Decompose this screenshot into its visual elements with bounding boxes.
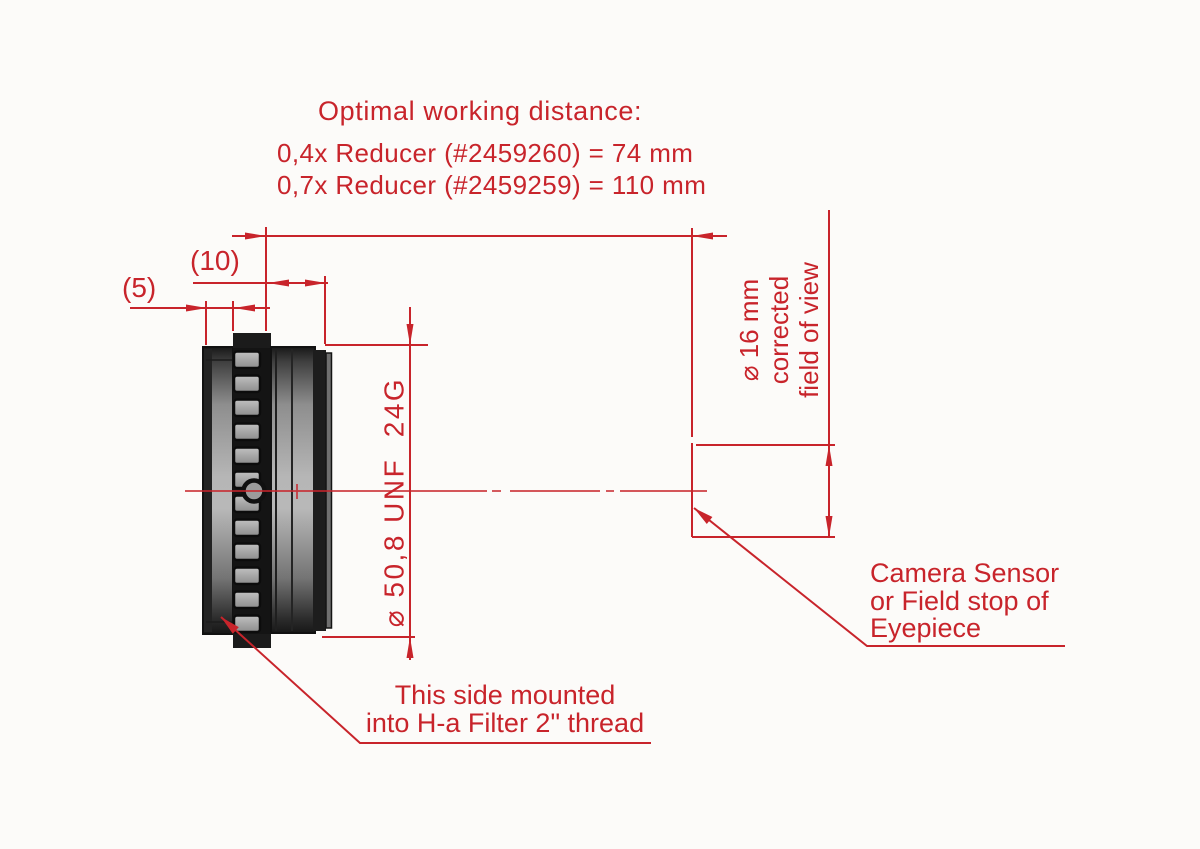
dim-label-10: (10) bbox=[190, 245, 240, 276]
camera-sensor-callout: Camera Sensor or Field stop of Eyepiece bbox=[870, 558, 1060, 643]
fov-label: ⌀ 16 mm corrected field of view bbox=[734, 262, 824, 398]
camera-sensor-line1: Camera Sensor bbox=[870, 558, 1060, 588]
fov-label-line3: field of view bbox=[794, 262, 824, 398]
thread-spec-label: ⌀ 50,8 UNF 24G bbox=[378, 376, 410, 628]
sensor-leader-line bbox=[693, 507, 1065, 647]
dim-label-5: (5) bbox=[122, 272, 157, 303]
mount-side-line1: This side mounted bbox=[394, 680, 616, 710]
dimension-arrows bbox=[186, 232, 833, 658]
mount-side-callout: This side mounted into H-a Filter 2" thr… bbox=[355, 681, 655, 737]
reducer-07-spec: 0,7x Reducer (#2459259) = 110 mm bbox=[277, 170, 707, 200]
reducer-04-spec: 0,4x Reducer (#2459260) = 74 mm bbox=[277, 138, 694, 168]
mount-leader-line bbox=[220, 616, 651, 744]
mount-side-line2: into H-a Filter 2" thread bbox=[365, 708, 645, 738]
optical-axis-centerline bbox=[185, 484, 707, 499]
drawing-title: Optimal working distance: bbox=[318, 96, 643, 126]
camera-sensor-line3: Eyepiece bbox=[870, 613, 982, 643]
fov-label-line2: corrected bbox=[764, 275, 794, 385]
camera-sensor-line2: or Field stop of bbox=[870, 585, 1049, 616]
fov-label-line1: ⌀ 16 mm bbox=[734, 278, 764, 382]
housing-section bbox=[270, 346, 333, 634]
